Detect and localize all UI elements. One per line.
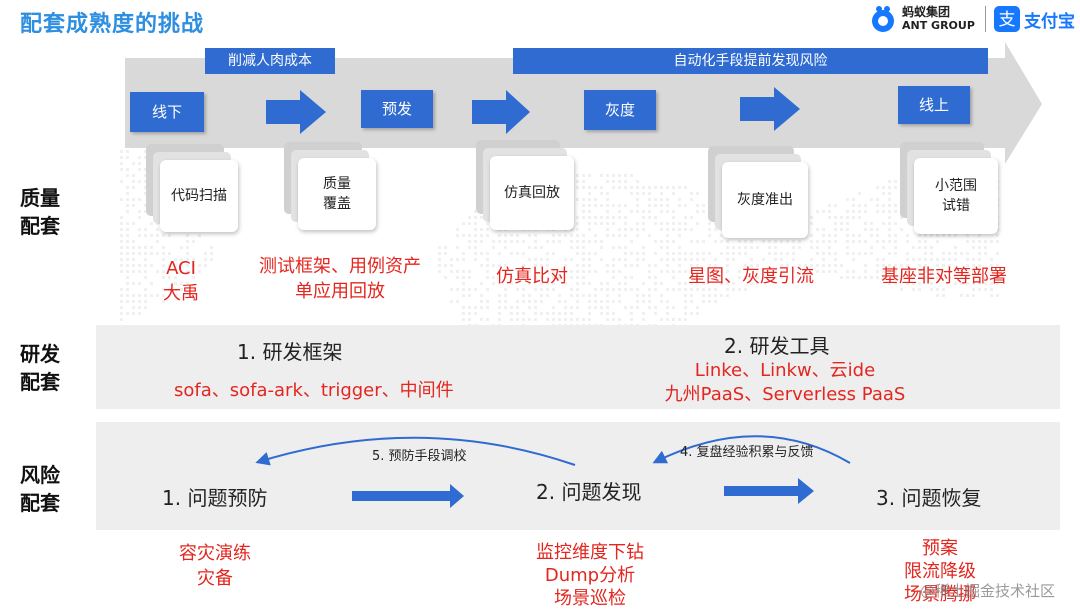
alipay-logo-icon: 支 <box>994 6 1020 32</box>
rd-tools-line1: Linke、Linkw、云ide <box>694 360 876 381</box>
quality-card-small-trial: 小范围试错 <box>914 158 998 234</box>
rd-row-label: 研发 配套 <box>20 340 60 396</box>
ant-logo-en: ANT GROUP <box>902 19 975 32</box>
quality-card-code-scan: 代码扫描 <box>160 160 238 232</box>
page-title: 配套成熟度的挑战 <box>20 12 205 37</box>
risk-label-line2: 配套 <box>20 491 60 515</box>
quality-red-test-framework: 测试框架、用例资产单应用回放 <box>259 256 421 302</box>
quality-red-traffic: 星图、灰度引流 <box>688 266 814 287</box>
quality-label-line1: 质量 <box>20 186 60 210</box>
cost-reduction-bar: 削减人肉成本 <box>205 48 335 74</box>
risk-step-prevent: 1. 问题预防 <box>162 486 268 510</box>
quality-red-replay-compare: 仿真比对 <box>496 266 568 287</box>
risk-red-detect: 监控维度下钻 Dump分析 场景巡检 <box>536 542 644 609</box>
card-stack-quality-coverage: 质量覆盖 <box>284 142 376 230</box>
risk-label-line1: 风险 <box>20 463 60 487</box>
flow-arrow-icon <box>352 484 464 508</box>
flow-arrow-icon <box>266 90 326 134</box>
stage-gray-release: 灰度 <box>584 90 656 130</box>
risk-red-prevent: 容灾演练 灾备 <box>179 543 251 589</box>
ant-logo-cn: 蚂蚁集团 <box>902 5 951 19</box>
risk-row-label: 风险 配套 <box>20 461 60 517</box>
alipay-logo: 支 支付宝 <box>994 5 1078 33</box>
svg-text:支: 支 <box>999 10 1016 30</box>
quality-card-coverage: 质量覆盖 <box>298 158 376 230</box>
ant-logo-icon <box>872 6 894 32</box>
loop-right-label: 4. 复盘经验积累与反馈 <box>680 445 814 460</box>
quality-card-replay: 仿真回放 <box>490 156 574 230</box>
loop-left-label: 5. 预防手段调校 <box>372 449 467 464</box>
card-stack-small-trial: 小范围试错 <box>900 142 1000 234</box>
card-stack-code-scan: 代码扫描 <box>146 144 238 232</box>
rd-panel <box>96 325 1060 409</box>
flow-arrow-icon <box>472 90 530 134</box>
quality-label-line2: 配套 <box>20 214 60 238</box>
watermark: @稀土掘金技术社区 <box>920 582 1056 600</box>
rd-framework-items: sofa、sofa-ark、trigger、中间件 <box>174 380 454 401</box>
quality-card-gray-exit: 灰度准出 <box>722 162 808 238</box>
rd-label-line1: 研发 <box>20 342 60 366</box>
stage-online: 线上 <box>898 86 970 124</box>
risk-panel <box>96 422 1060 530</box>
loop-arrow-icon <box>652 435 851 464</box>
rd-label-line2: 配套 <box>20 370 60 394</box>
flow-arrow-icon <box>724 478 814 504</box>
risk-red-recover: 预案 限流降级 场景腾挪 <box>904 538 976 605</box>
flow-arrow-icon <box>740 87 800 131</box>
card-stack-replay: 仿真回放 <box>476 140 576 230</box>
quality-row-label: 质量 配套 <box>20 184 60 240</box>
quality-red-base-deploy: 基座非对等部署 <box>881 266 1007 287</box>
rd-tools-line2: 九州PaaS、Serverless PaaS <box>664 384 906 405</box>
stage-pre-release: 预发 <box>361 90 433 128</box>
rd-tools-title: 2. 研发工具 <box>724 334 830 358</box>
ant-group-logo: 蚂蚁集团 ANT GROUP <box>868 4 978 34</box>
automation-risk-bar: 自动化手段提前发现风险 <box>513 48 988 74</box>
logo-divider <box>985 6 986 32</box>
rd-framework-title: 1. 研发框架 <box>237 340 343 364</box>
loop-arrow-icon <box>255 436 576 466</box>
stage-offline: 线下 <box>130 92 204 132</box>
card-stack-gray-exit: 灰度准出 <box>708 146 808 238</box>
risk-step-recover: 3. 问题恢复 <box>876 486 982 510</box>
alipay-logo-text: 支付宝 <box>1024 12 1075 32</box>
risk-step-detect: 2. 问题发现 <box>536 480 642 504</box>
